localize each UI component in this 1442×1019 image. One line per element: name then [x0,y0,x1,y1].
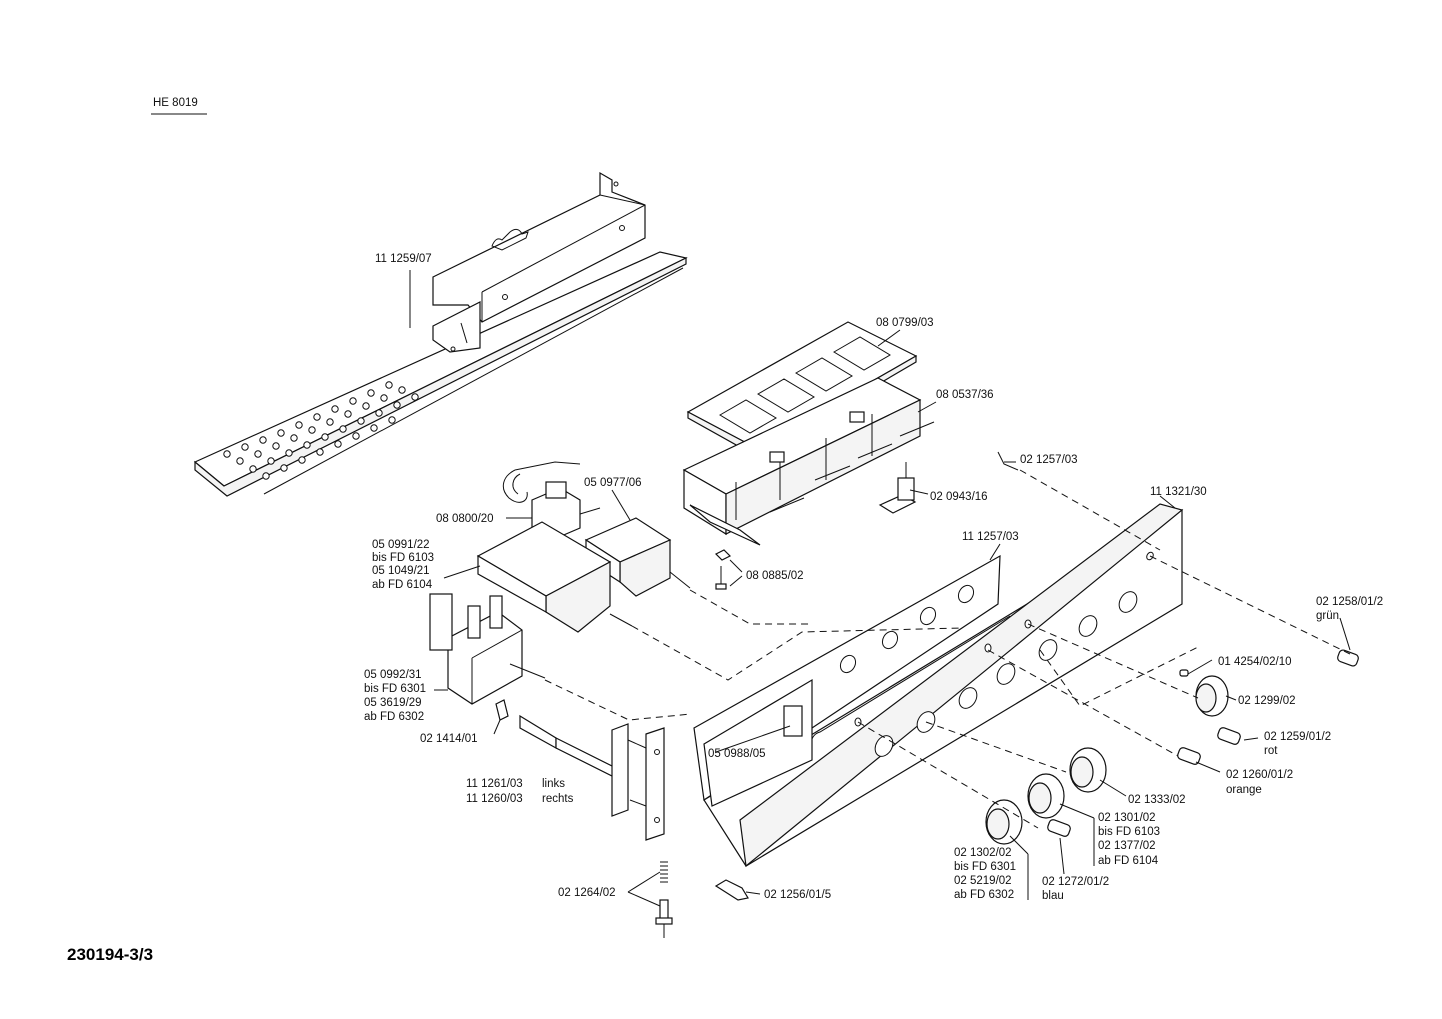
label-021299-02: 02 1299/02 [1238,695,1296,707]
label-020943-16: 02 0943/16 [930,491,988,503]
switch-block [682,377,935,546]
part-labels: 11 1259/07 08 0799/03 08 0537/36 02 1257… [364,253,1383,902]
label-021256: 02 1256/01/5 [764,889,831,901]
label-080885-02: 08 0885/02 [746,570,804,582]
label-050988-05: 05 0988/05 [708,748,766,760]
knob-021299 [1195,675,1229,717]
perforation-holes [223,381,419,480]
label-bis-fd6301-a: bis FD 6301 [364,683,426,695]
label-blau: blau [1042,890,1064,902]
label-021302-02: 02 1302/02 [954,847,1012,859]
leader-lines [409,270,1351,907]
label-050992-31: 05 0992/31 [364,669,422,681]
switch-small-part [878,462,917,514]
label-021272: 02 1272/01/2 [1042,876,1109,888]
small-part-014254 [1179,669,1189,677]
assembly-lines [544,469,1351,829]
label-111257-03: 11 1257/03 [962,531,1019,543]
label-111259-07: 11 1259/07 [375,253,432,265]
side-bracket [519,714,665,841]
label-links: links [542,778,565,790]
label-051049-21: 05 1049/21 [372,565,430,577]
label-bis-fd6301-b: bis FD 6301 [954,861,1016,873]
label-021259: 02 1259/01/2 [1264,731,1331,743]
label-021333-02: 02 1333/02 [1128,794,1186,806]
label-ab-fd6302-a: ab FD 6302 [364,711,424,723]
knob-021333 [1069,747,1107,793]
label-rot: rot [1264,745,1278,757]
label-021264-02: 02 1264/02 [558,887,616,899]
label-053619-29: 05 3619/29 [364,697,422,709]
lamp-green [1337,649,1359,667]
label-021258: 02 1258/01/2 [1316,596,1383,608]
energy-regulator [429,593,546,705]
label-bis-fd6103-a: bis FD 6103 [372,552,434,564]
label-ab-fd6104-b: ab FD 6104 [1098,855,1159,867]
switch-module-b [476,521,633,633]
model-code: HE 8019 [153,97,198,109]
label-021301-02: 02 1301/02 [1098,812,1156,824]
label-021377-02: 02 1377/02 [1098,840,1156,852]
lamp-orange [1177,747,1201,765]
label-050977-06: 05 0977/06 [584,477,642,489]
rod-contact [997,451,1019,471]
label-080799-03: 08 0799/03 [876,317,934,329]
label-ab-fd6302-b: ab FD 6302 [954,889,1014,901]
label-bis-fd6103-b: bis FD 6103 [1098,826,1160,838]
label-111321-30: 11 1321/30 [1150,486,1207,498]
label-014254: 01 4254/02/10 [1218,656,1292,668]
leaf-spring [714,879,749,901]
clip [495,699,509,721]
knob-021301 [1027,773,1065,819]
header: HE 8019 [151,97,207,115]
label-111261-03: 11 1261/03 [466,778,523,790]
label-021260: 02 1260/01/2 [1226,769,1293,781]
lamp-red [1217,727,1241,745]
control-panel [693,503,1184,868]
label-111260-03: 11 1260/03 [466,793,523,805]
label-021257-03: 02 1257/03 [1020,454,1078,466]
switch-frame [686,321,918,457]
spring-pin [655,861,673,938]
screw-nut [714,549,732,590]
label-orange: orange [1226,784,1262,796]
label-ab-fd6104-a: ab FD 6104 [372,579,433,591]
label-080537-36: 08 0537/36 [936,389,994,401]
label-025219-02: 02 5219/02 [954,875,1012,887]
label-gruen: grün [1316,610,1339,622]
label-rechts: rechts [542,793,574,805]
rear-cover-plate [193,171,688,497]
label-021414-01: 02 1414/01 [420,733,478,745]
drawing-number: 230194-3/3 [67,945,153,964]
label-080800-20: 08 0800/20 [436,513,494,525]
lamp-blue [1047,819,1071,837]
label-050991-22: 05 0991/22 [372,539,430,551]
knob-021302 [985,799,1023,845]
switch-module-a [584,517,691,597]
